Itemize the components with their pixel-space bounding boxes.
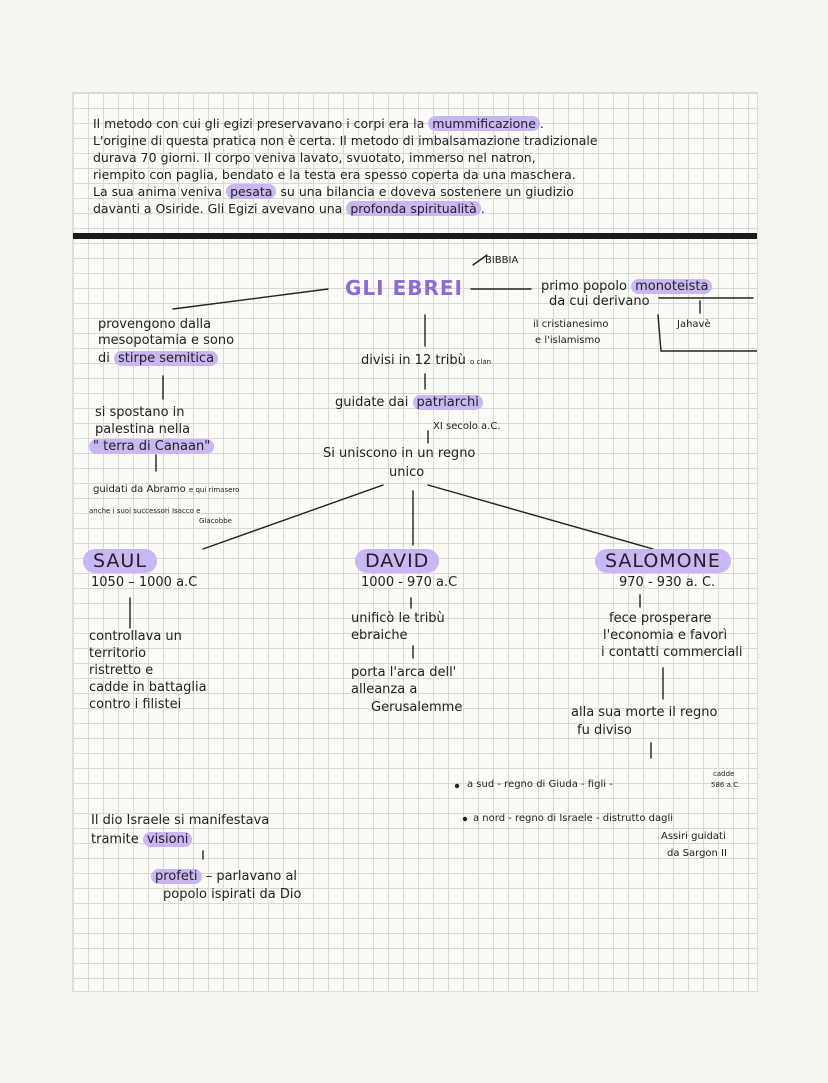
century-label: XI secolo a.C. bbox=[433, 421, 501, 432]
david-desc-1: unificò le tribù bbox=[351, 611, 445, 626]
king-saul-name: SAUL bbox=[83, 549, 157, 573]
kingdom-north-2: Assiri guidati bbox=[661, 831, 726, 842]
move-line-2: palestina nella bbox=[95, 422, 191, 437]
unite-line-2: unico bbox=[389, 465, 425, 480]
highlight-profeti: profeti bbox=[151, 869, 202, 884]
map-title: GLI EBREI bbox=[345, 276, 463, 300]
kingdom-south-year-a: cadde bbox=[713, 770, 735, 778]
salomone-desc-3: i contatti commerciali bbox=[601, 645, 743, 660]
saul-desc-2: territorio bbox=[89, 646, 147, 661]
intro-line-5-b: su una bilancia e doveva sostenere un gi… bbox=[280, 184, 574, 199]
highlight-mummificazione: mummificazione bbox=[428, 116, 540, 131]
move-line-1: si spostano in bbox=[95, 405, 185, 420]
origin-text: di bbox=[98, 351, 110, 366]
intro-line-3: durava 70 giorni. Il corpo veniva lavato… bbox=[93, 150, 536, 165]
monotheism-line-4: e l'islamismo bbox=[535, 335, 601, 346]
saul-desc-3: ristretto e bbox=[89, 663, 154, 678]
prophets-text: – parlavano al bbox=[205, 869, 298, 884]
king-salomone-name: SALOMONE bbox=[595, 549, 731, 573]
kingdom-south: a sud - regno di Giuda - figli - bbox=[467, 779, 613, 790]
highlight-spiritualita: profonda spiritualità bbox=[346, 201, 481, 216]
king-saul-dates: 1050 – 1000 a.C bbox=[91, 575, 198, 590]
intro-line-5: La sua anima veniva bbox=[93, 184, 223, 199]
intro-line-2: L'origine di questa pratica non è certa.… bbox=[93, 133, 598, 148]
highlight-patriarchi: patriarchi bbox=[412, 395, 483, 410]
kingdom-north-3: da Sargon II bbox=[667, 848, 727, 859]
monotheism-line-2: da cui derivano bbox=[549, 294, 650, 309]
abramo-text-b: e qui rimasero bbox=[188, 486, 240, 494]
david-desc-4: alleanza a bbox=[351, 682, 418, 697]
unite-line-1: Si uniscono in un regno bbox=[323, 446, 476, 461]
abramo-line-2: anche i suoi successori Isacco e bbox=[89, 507, 201, 515]
origin-line-2: mesopotamia e sono bbox=[98, 333, 235, 348]
god-text: tramite bbox=[91, 832, 139, 847]
highlight-monoteista: monoteista bbox=[631, 279, 713, 294]
prophets-line-2: popolo ispirati da Dio bbox=[163, 887, 302, 902]
mind-map-connectors bbox=[129, 254, 757, 860]
intro-line-6: davanti a Osiride. Gli Egizi avevano una bbox=[93, 201, 343, 216]
kingdom-north: a nord - regno di Israele - distrutto da… bbox=[473, 813, 674, 824]
guided-text: guidate dai bbox=[335, 395, 409, 410]
monotheism-text: primo popolo bbox=[541, 279, 627, 294]
god-line-2: tramite visioni bbox=[91, 832, 193, 847]
prophets-line-1: profeti – parlavano al bbox=[151, 869, 297, 884]
highlight-pesata: pesata bbox=[226, 184, 277, 199]
king-david-name: DAVID bbox=[355, 549, 440, 573]
god-line-1: Il dio Israele si manifestava bbox=[91, 813, 270, 828]
bibbia-label: BIBBIA bbox=[485, 255, 519, 266]
salomone-desc-1: fece prosperare bbox=[609, 611, 712, 626]
king-david-dates: 1000 - 970 a.C bbox=[361, 575, 458, 590]
intro-line-4: riempito con paglia, bendato e la testa … bbox=[93, 167, 576, 182]
abramo-line-1: guidati da Abramo e qui rimasero bbox=[93, 484, 239, 495]
david-desc-3: porta l'arca dell' bbox=[351, 665, 457, 680]
monotheism-line-3: il cristianesimo bbox=[533, 319, 609, 330]
tribes-text: divisi in 12 tribù bbox=[361, 353, 466, 368]
saul-desc-1: controllava un bbox=[89, 629, 182, 644]
highlight-stirpe-semitica: stirpe semitica bbox=[114, 351, 219, 366]
tribes-line: divisi in 12 tribù o clan bbox=[361, 353, 491, 368]
david-desc-2: ebraiche bbox=[351, 628, 408, 643]
origin-line-1: provengono dalla bbox=[98, 317, 212, 332]
salomone-desc-2: l'economia e favorì bbox=[603, 628, 728, 643]
king-salomone-dates: 970 - 930 a. C. bbox=[619, 575, 716, 590]
tribes-text-b: o clan bbox=[470, 358, 492, 366]
saul-desc-4: cadde in battaglia bbox=[89, 680, 207, 695]
salomone-death-2: fu diviso bbox=[577, 723, 632, 738]
intro-line-1: Il metodo con cui gli egizi preservavano… bbox=[93, 116, 425, 131]
abramo-text: guidati da Abramo bbox=[93, 484, 186, 495]
abramo-line-3: Giacobbe bbox=[199, 517, 232, 525]
section-divider bbox=[73, 233, 757, 239]
jahave-label: Jahavè bbox=[677, 319, 711, 330]
move-line-3: " terra di Canaan" bbox=[89, 439, 215, 454]
highlight-visioni: visioni bbox=[142, 832, 193, 847]
notebook-page: Il metodo con cui gli egizi preservavano… bbox=[72, 92, 758, 992]
kingdom-south-year-b: 586 a.C. bbox=[711, 781, 741, 789]
guided-line: guidate dai patriarchi bbox=[335, 395, 483, 410]
saul-desc-5: contro i filistei bbox=[89, 697, 182, 712]
highlight-terra-di-canaan: " terra di Canaan" bbox=[89, 439, 215, 454]
origin-line-3: di stirpe semitica bbox=[98, 351, 219, 366]
david-desc-5: Gerusalemme bbox=[371, 700, 463, 715]
monotheism-line-1: primo popolo monoteista bbox=[541, 279, 713, 294]
intro-paragraph: Il metodo con cui gli egizi preservavano… bbox=[93, 115, 753, 217]
salomone-death-1: alla sua morte il regno bbox=[571, 705, 718, 720]
